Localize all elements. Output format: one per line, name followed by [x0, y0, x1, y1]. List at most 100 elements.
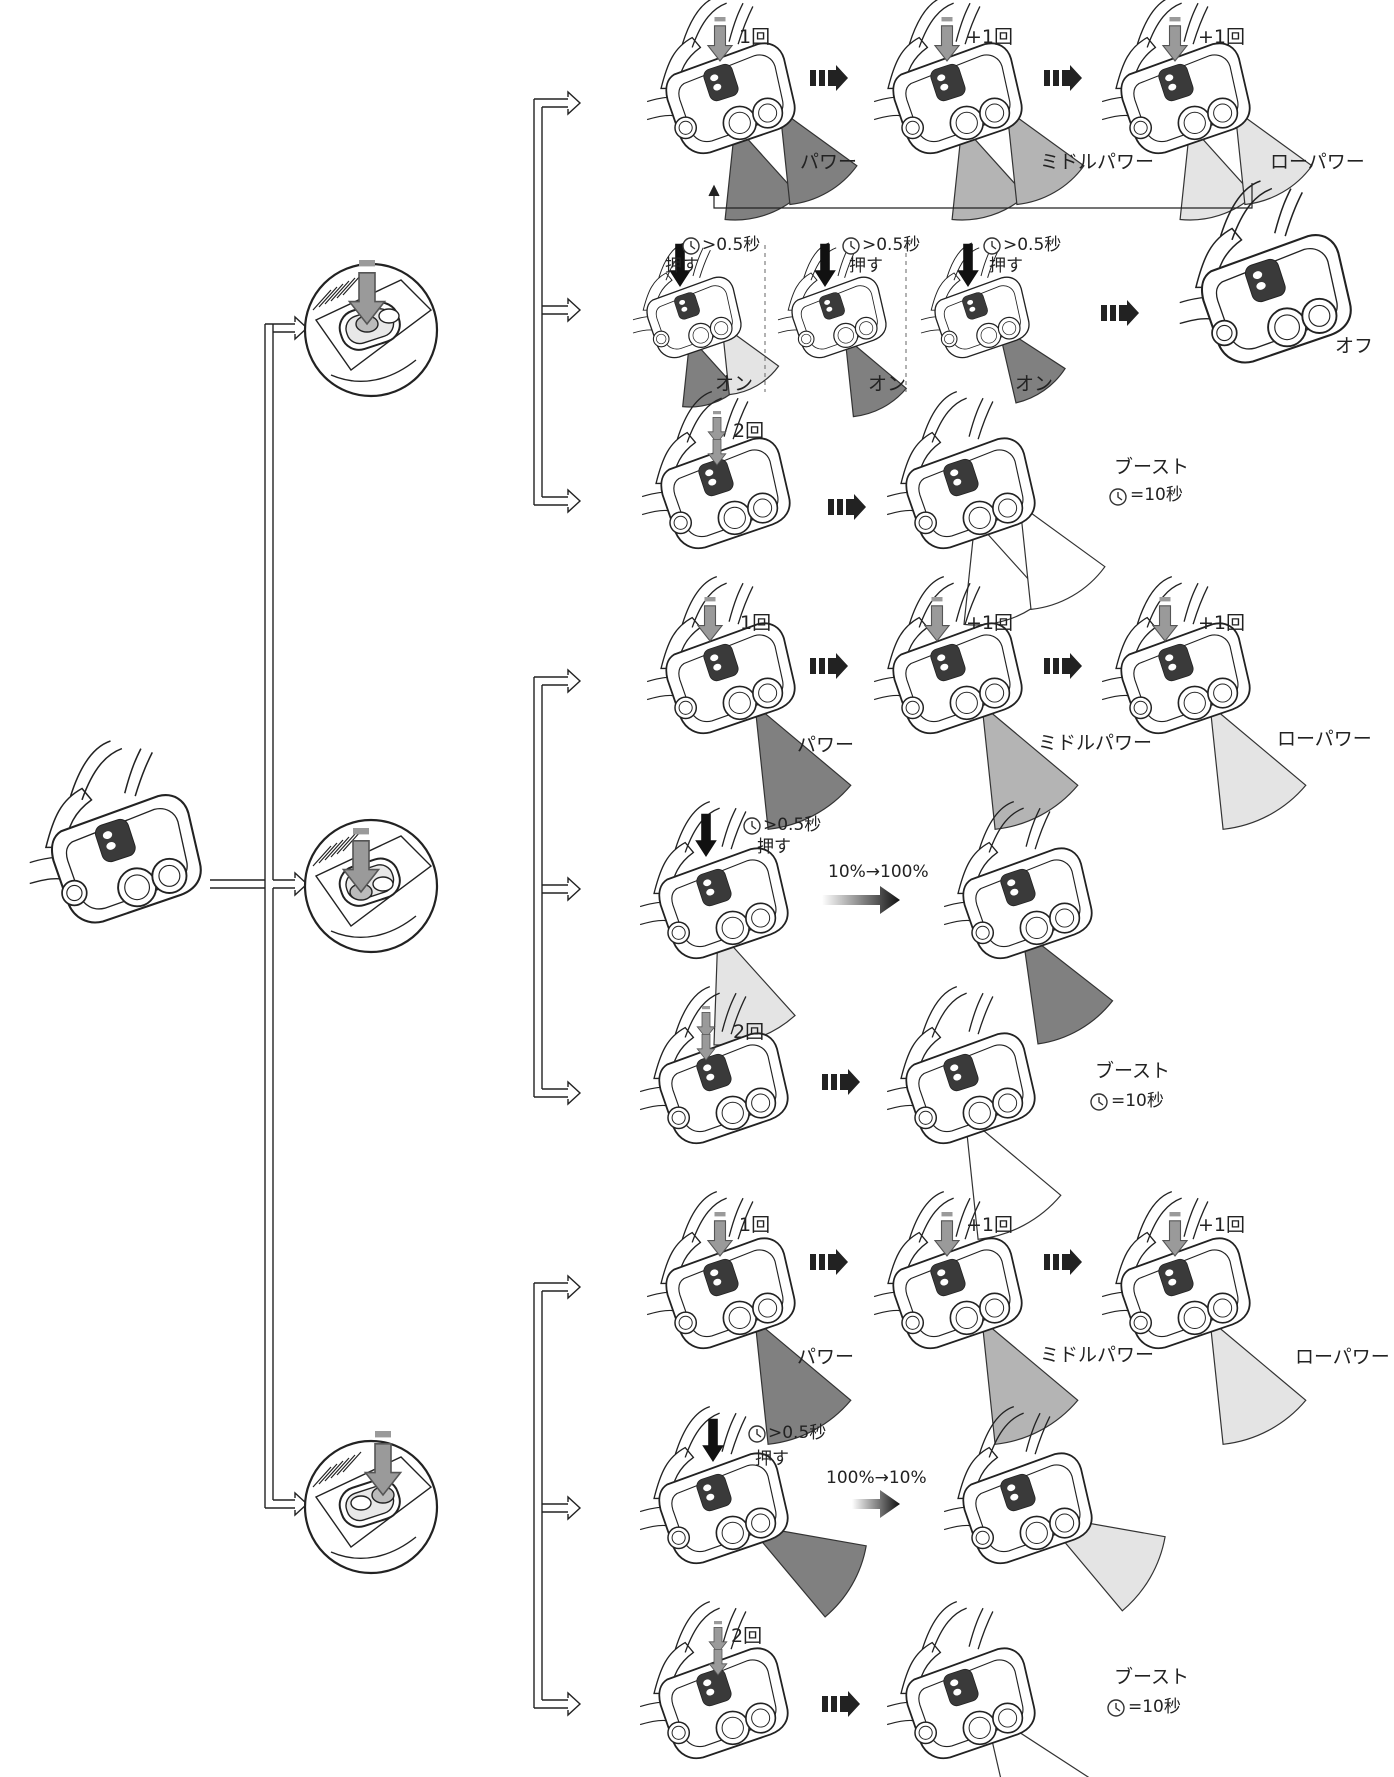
- hold-word-label: 押す: [849, 256, 883, 276]
- clock-icon: [1090, 1093, 1108, 1111]
- light-beam: [997, 323, 1066, 404]
- mode-power-label: パワー: [797, 734, 855, 756]
- clock-icon: [748, 1425, 766, 1443]
- press-plus-once-label: +1回: [1198, 612, 1246, 634]
- light-beam: [721, 323, 780, 396]
- headlamp-illustration: [920, 242, 1066, 404]
- next-step-arrow: [1044, 1249, 1082, 1275]
- headlamp-illustration: [873, 1190, 1079, 1445]
- mode-middle-label: ミドルパワー: [1040, 151, 1155, 173]
- button-detail-circle: [303, 818, 439, 954]
- boost-duration-label: =10秒: [1130, 485, 1183, 505]
- boost-duration-label: =10秒: [1111, 1091, 1164, 1111]
- mode-boost-label: ブースト: [1114, 1666, 1190, 1688]
- headlamp-illustration: [873, 575, 1079, 830]
- light-beam: [754, 1318, 852, 1445]
- mode-middle-label: ミドルパワー: [1040, 1344, 1155, 1366]
- headlamp-illustration: [641, 390, 791, 550]
- mode-low-label: ローパワー: [1295, 1346, 1390, 1368]
- mode-on-label: オン: [1015, 373, 1054, 395]
- hold-word-label: 押す: [665, 256, 699, 276]
- clock-icon: [842, 237, 860, 255]
- press-plus-once-label: +1回: [1198, 1214, 1246, 1236]
- hold-word-label: 押す: [757, 837, 791, 857]
- mode-low-label: ローパワー: [1277, 728, 1372, 750]
- press-plus-once-label: +1回: [1198, 26, 1246, 48]
- mode-power-label: パワー: [800, 151, 858, 173]
- press-twice-label: 2回: [733, 420, 765, 442]
- hold-time-label: >0.5秒: [702, 235, 761, 255]
- mode-off-label: オフ: [1335, 335, 1374, 357]
- press-twice-label: 2回: [731, 1625, 763, 1647]
- next-step-arrow: [810, 65, 848, 91]
- next-step-arrow: [822, 1691, 860, 1717]
- headlamp-illustration: [1101, 575, 1307, 830]
- clock-icon: [1107, 1699, 1125, 1717]
- press-plus-once-label: +1回: [966, 26, 1014, 48]
- headlamp-illustration: [943, 800, 1114, 1045]
- dimming-up-label: 10%→100%: [828, 862, 929, 882]
- light-beam: [964, 1113, 1062, 1240]
- hold-time-label: >0.5秒: [768, 1423, 827, 1443]
- light-beam: [1209, 703, 1307, 830]
- hold-time-label: >0.5秒: [763, 815, 822, 835]
- headlamp-illustration: [646, 0, 858, 221]
- mode-low-label: ローパワー: [1270, 151, 1365, 173]
- button-detail-circle: [303, 1430, 439, 1575]
- headlamp-illustration: [886, 1600, 1090, 1777]
- headlamp-illustration: [1101, 1190, 1307, 1445]
- hold-word-label: 押す: [755, 1449, 789, 1469]
- main-headlamp: [28, 739, 202, 924]
- press-once-label: 1回: [740, 612, 772, 634]
- boost-duration-label: =10秒: [1128, 1697, 1181, 1717]
- next-step-arrow: [810, 1249, 848, 1275]
- headlamp-illustration: [639, 1600, 789, 1760]
- dimming-down-arrow: [852, 1490, 900, 1518]
- headlamp-illustration: [943, 1405, 1166, 1612]
- headlamp-illustration: [632, 242, 780, 408]
- hold-time-label: >0.5秒: [1003, 235, 1062, 255]
- cycle-return-line: [708, 183, 1253, 209]
- next-step-arrow: [1101, 300, 1139, 326]
- press-twice-label: 2回: [733, 1021, 765, 1043]
- light-beam: [1019, 503, 1106, 611]
- mode-on-label: オン: [715, 373, 754, 395]
- light-beam: [981, 703, 1079, 830]
- light-beam: [981, 1318, 1079, 1445]
- mode-boost-label: ブースト: [1095, 1060, 1171, 1082]
- light-beam: [746, 1524, 867, 1618]
- next-step-arrow: [822, 1069, 860, 1095]
- mode-power-label: パワー: [797, 1346, 855, 1368]
- dimming-down-label: 100%→10%: [826, 1468, 927, 1488]
- headlamp-illustration: [886, 390, 1106, 626]
- headlamp-illustration: [873, 0, 1085, 221]
- headlamp-illustration: [646, 1190, 852, 1445]
- light-beam: [1234, 108, 1313, 206]
- press-plus-once-label: +1回: [966, 612, 1014, 634]
- next-step-arrow: [828, 494, 866, 520]
- clock-icon: [983, 237, 1001, 255]
- headlamp-illustration: [639, 1405, 867, 1618]
- hold-word-label: 押す: [989, 256, 1023, 276]
- mode-on-label: オン: [868, 373, 907, 395]
- mode-boost-label: ブースト: [1114, 456, 1190, 478]
- light-beam: [1006, 108, 1085, 206]
- light-beam: [754, 703, 852, 830]
- clock-icon: [1109, 488, 1127, 506]
- light-beam: [779, 108, 858, 206]
- dimming-up-arrow: [822, 886, 900, 914]
- clock-icon: [743, 817, 761, 835]
- next-step-arrow: [810, 653, 848, 679]
- headlamp-illustration: [1101, 0, 1313, 221]
- press-plus-once-label: +1回: [966, 1214, 1014, 1236]
- headlamp-illustration: [646, 575, 852, 830]
- hold-time-label: >0.5秒: [862, 235, 921, 255]
- next-step-arrow: [1044, 653, 1082, 679]
- light-beam: [1209, 1318, 1307, 1445]
- next-step-arrow: [1044, 65, 1082, 91]
- button-detail-circle: [303, 259, 439, 398]
- press-once-label: 1回: [739, 1214, 771, 1236]
- mode-middle-label: ミドルパワー: [1038, 732, 1153, 754]
- headlamp-illustration: [886, 985, 1062, 1240]
